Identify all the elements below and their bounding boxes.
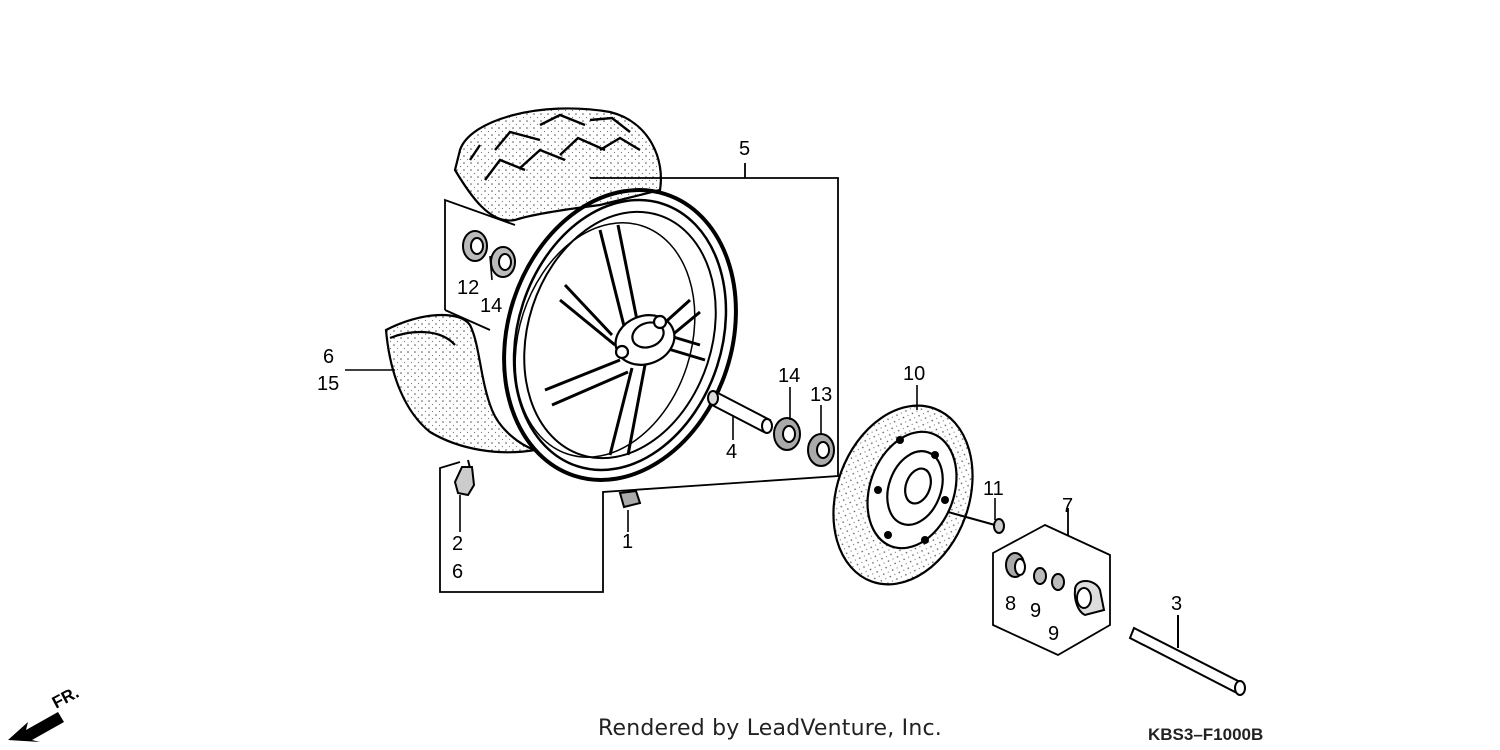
speedometer-gear-group-7 — [992, 508, 1111, 657]
air-valve-2 — [453, 459, 476, 497]
disk-rivets — [874, 436, 949, 544]
wheel-assembly-bracket — [439, 163, 839, 593]
callout-9-b: 9 — [1048, 623, 1059, 645]
callout-15: 15 — [317, 373, 339, 395]
callout-6-top: 6 — [323, 346, 334, 368]
callout-2: 2 — [452, 533, 463, 555]
gearbox-housing — [1073, 580, 1106, 617]
bearing-14-right — [773, 417, 801, 451]
callout-7: 7 — [1062, 495, 1073, 517]
bearing-12 — [462, 230, 488, 262]
dust-seal-13 — [807, 433, 835, 467]
tire — [384, 107, 662, 454]
callout-12: 12 — [457, 277, 479, 299]
callout-4: 4 — [726, 441, 737, 463]
wheel-hub — [614, 314, 676, 366]
render-credit: Rendered by LeadVenture, Inc. — [598, 716, 942, 741]
leader-lines — [345, 255, 996, 532]
brake-disk-10 — [832, 404, 974, 586]
callout-13: 13 — [810, 384, 832, 406]
tire-tread — [469, 113, 641, 181]
washer-9a — [1033, 567, 1047, 585]
callout-labels: 1 2 6 3 4 5 6 15 7 8 9 9 10 11 12 14 14 … — [317, 138, 1182, 645]
gear-part-8 — [1005, 552, 1026, 578]
callout-3: 3 — [1171, 593, 1182, 615]
callout-14-left: 14 — [480, 295, 502, 317]
callout-6-bottom: 6 — [452, 561, 463, 583]
washer-9b — [1051, 573, 1065, 591]
diagram-code: KBS3–F1000B — [1148, 725, 1264, 744]
callout-11: 11 — [983, 478, 1004, 500]
callout-1: 1 — [622, 531, 633, 553]
dust-seal-14-left — [490, 246, 516, 278]
callout-10: 10 — [903, 363, 925, 385]
balance-weight-1 — [618, 489, 642, 509]
axle-3 — [1128, 615, 1246, 696]
disk-bolt-11 — [947, 511, 1005, 534]
wheel-rim — [502, 188, 738, 482]
callout-14-right: 14 — [778, 365, 800, 387]
front-direction-arrow-icon — [8, 712, 64, 742]
callout-9-a: 9 — [1030, 600, 1041, 622]
callout-8: 8 — [1005, 593, 1016, 615]
callout-5: 5 — [739, 138, 750, 160]
distance-collar-4 — [707, 390, 773, 434]
